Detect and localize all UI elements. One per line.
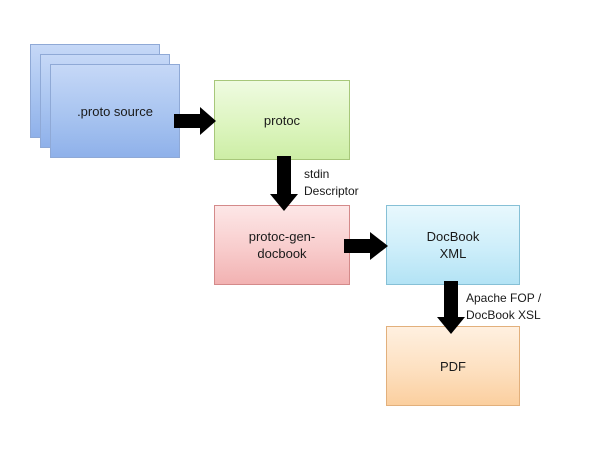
protoc-gen-docbook-node: protoc-gen- docbook [214, 205, 350, 285]
pdf-label: PDF [440, 358, 466, 374]
proto-source-node: .proto source [50, 64, 180, 158]
edge-label-stdin-descriptor: stdin Descriptor [304, 167, 359, 198]
arrow-proto-to-protoc [174, 107, 216, 135]
edge-label-apache-fop: Apache FOP / DocBook XSL [466, 291, 542, 322]
arrow-docbook-to-pdf [437, 281, 465, 334]
arrow-protoc-to-gen [270, 156, 298, 211]
proto-source-label: .proto source [77, 103, 153, 119]
protoc-gen-docbook-label: protoc-gen- docbook [248, 229, 316, 261]
proto-source-page-front [50, 64, 180, 158]
docbook-xml-label: DocBook XML [426, 229, 480, 261]
arrow-gen-to-docbook [344, 232, 388, 260]
docbook-xml-node: DocBook XML [386, 205, 520, 285]
protoc-label: protoc [263, 112, 301, 128]
